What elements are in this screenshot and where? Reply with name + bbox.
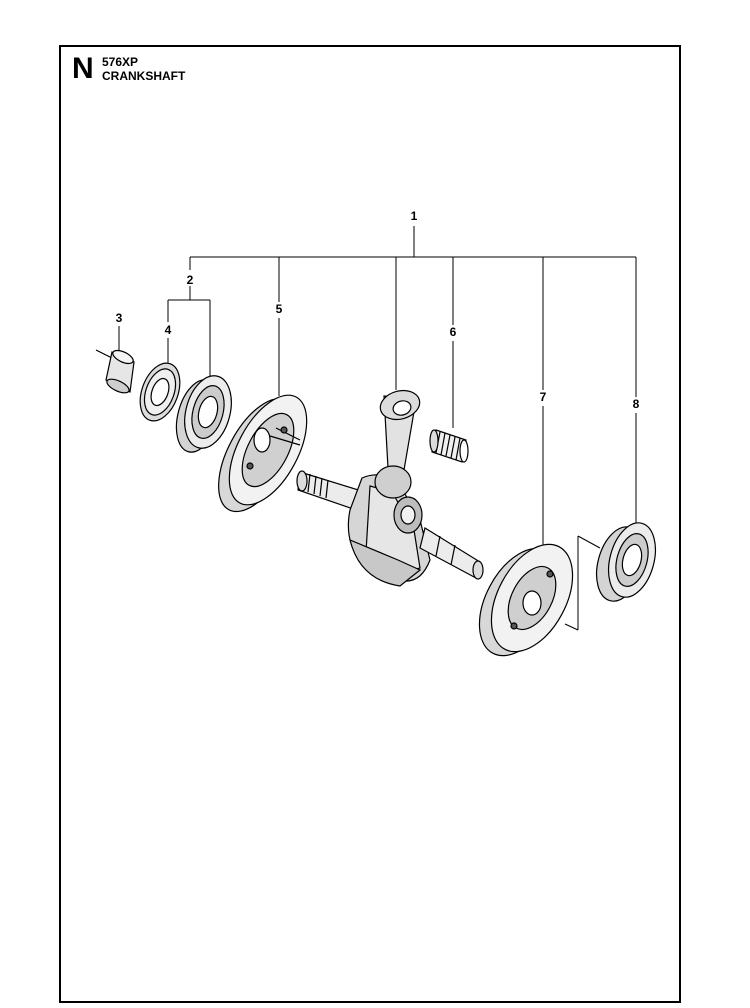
callout-1: 1 [411,209,418,223]
ball-bearing-right-part [595,522,657,602]
callout-8: 8 [633,397,640,411]
crank-web-left-part [218,394,308,513]
ball-bearing-part [175,375,232,453]
page-frame [59,45,681,1003]
section-letter: N [72,52,94,85]
callout-2: 2 [187,273,194,287]
callout-3: 3 [116,311,123,325]
crankshaft-body [296,389,484,587]
callout-5: 5 [276,302,283,316]
needle-bearing-part [429,429,469,463]
callout-6: 6 [450,325,457,339]
sleeve-part [95,349,135,394]
callout-4: 4 [165,323,172,337]
model-label: 576XP [102,55,139,69]
callout-7: 7 [540,390,547,404]
leader-lines [118,226,637,631]
page-title: CRANKSHAFT [102,69,186,83]
crank-web-right-part [478,543,574,657]
seal-part [139,362,181,422]
